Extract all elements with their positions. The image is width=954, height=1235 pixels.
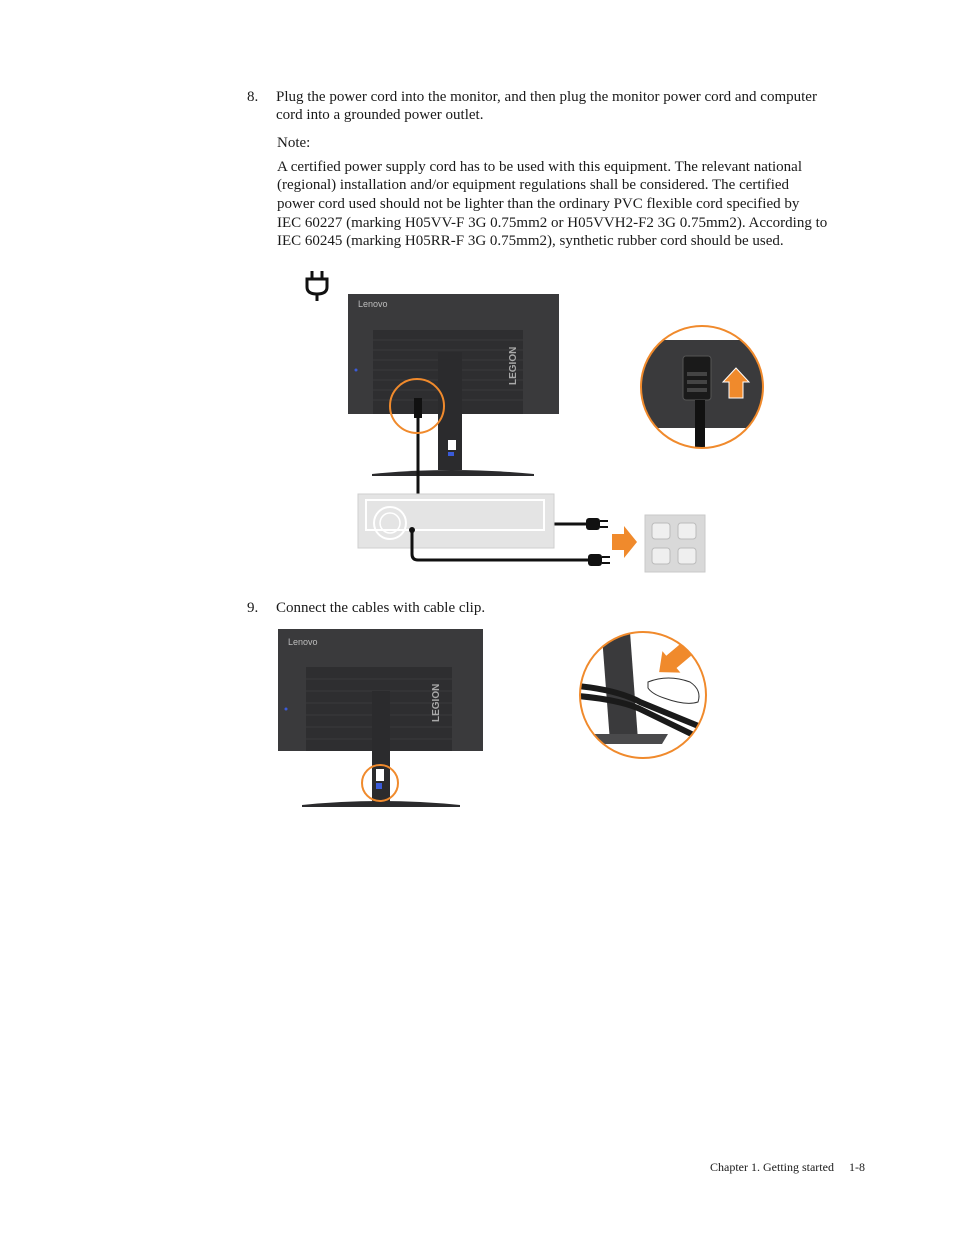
footer-chapter: Chapter 1. Getting started — [710, 1160, 834, 1174]
arrow-right-icon — [612, 526, 637, 558]
cable-clip-zoom-illustration — [579, 631, 707, 759]
note-line-5: IEC 60245 (marking H05RR-F 3G 0.75mm2), … — [277, 233, 784, 249]
monitor-series-label-2: LEGION — [431, 684, 442, 722]
arrow-up-icon — [721, 367, 751, 399]
monitor-series-label: LEGION — [508, 347, 519, 385]
monitor-stand-base — [372, 470, 534, 476]
step-9-line-1: Connect the cables with cable clip. — [276, 600, 486, 616]
clip-highlight — [361, 764, 399, 802]
monitor-power-illustration: Lenovo LEGION — [348, 294, 706, 573]
step-8-line-1: Plug the power cord into the monitor, an… — [276, 89, 817, 105]
note-line-4: IEC 60227 (marking H05VV-F 3G 0.75mm2 or… — [277, 215, 828, 231]
power-plug-icon — [305, 271, 329, 301]
computer-case — [357, 493, 555, 549]
monitor-brand-label: Lenovo — [358, 299, 388, 309]
plug-2 — [588, 554, 610, 566]
plug-1 — [586, 518, 608, 530]
monitor-stand-base-2 — [302, 801, 460, 807]
step-9-number: 9. — [247, 600, 259, 616]
step-8-number: 8. — [247, 89, 259, 105]
connector-highlight — [389, 378, 445, 434]
step-8-line-2: cord into a grounded power outlet. — [276, 107, 484, 123]
note-line-3: power cord used should not be lighter th… — [277, 196, 800, 212]
monitor-stand-neck — [438, 352, 462, 470]
connector-zoom-illustration — [640, 325, 764, 449]
wall-outlet — [644, 514, 706, 573]
note-line-1: A certified power supply cord has to be … — [277, 159, 803, 175]
cable-clip-illustration: Lenovo LEGION — [278, 629, 483, 807]
note-line-2: (regional) installation and/or equipment… — [277, 177, 790, 193]
monitor-brand-label-2: Lenovo — [288, 637, 318, 647]
note-label: Note: — [277, 135, 311, 151]
footer-page-number: 1-8 — [849, 1160, 865, 1174]
